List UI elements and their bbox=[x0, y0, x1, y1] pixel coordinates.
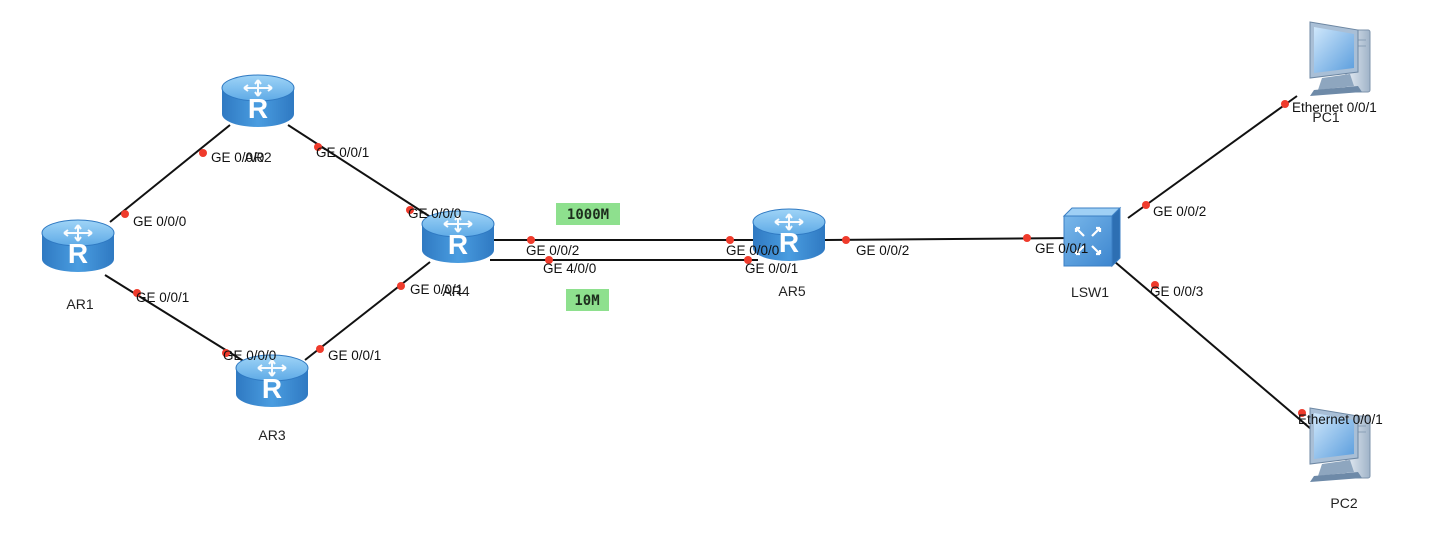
port-dot[interactable] bbox=[1142, 201, 1150, 209]
link-ar1-ar3[interactable] bbox=[104, 274, 246, 363]
port-label-lsw1-ge001: GE 0/0/1 bbox=[1035, 241, 1088, 256]
port-label-ar1-ge000: GE 0/0/0 bbox=[133, 214, 186, 229]
link-ar1-ar2[interactable] bbox=[109, 124, 231, 223]
node-label-ar5: AR5 bbox=[778, 283, 805, 299]
node-label-ar4: AR4 bbox=[442, 283, 469, 299]
node-label-ar2: AR2 bbox=[244, 149, 271, 165]
port-label-ar4-ge001: GE 0/0/1 bbox=[410, 282, 463, 297]
port-label-ar2-ge000: GE 0/0/0 bbox=[211, 150, 264, 165]
port-label-ar5-ge001: GE 0/0/1 bbox=[745, 261, 798, 276]
port-label-ar5-ge002: GE 0/0/2 bbox=[856, 243, 909, 258]
port-label-pc2-ethernet: Ethernet 0/0/1 bbox=[1298, 412, 1383, 427]
router-ar3[interactable]: AR3 bbox=[235, 354, 309, 443]
port-dot[interactable] bbox=[1281, 100, 1289, 108]
port-dot[interactable] bbox=[1023, 234, 1031, 242]
link-lsw1-pc2[interactable] bbox=[1114, 261, 1319, 436]
router-ar5[interactable]: AR5 bbox=[752, 208, 826, 299]
port-label-ar1-ge001: GE 0/0/1 bbox=[136, 290, 189, 305]
port-dot[interactable] bbox=[316, 345, 324, 353]
port-dot[interactable] bbox=[1151, 281, 1159, 289]
link-ar3-ar4[interactable] bbox=[304, 261, 431, 361]
node-label-ar3: AR3 bbox=[258, 427, 285, 443]
switch-icon bbox=[1062, 206, 1122, 268]
port-dot[interactable] bbox=[527, 236, 535, 244]
port-label-lsw1-ge003: GE 0/0/3 bbox=[1150, 284, 1203, 299]
node-label-pc1: PC1 bbox=[1312, 109, 1339, 125]
router-ar1[interactable]: AR1 bbox=[41, 219, 115, 312]
bandwidth-badge-1000m: 1000M bbox=[556, 203, 620, 225]
port-dot[interactable] bbox=[744, 256, 752, 264]
port-label-ar4-ge002: GE 0/0/2 bbox=[526, 243, 579, 258]
switch-lsw1[interactable]: LSW1 bbox=[1062, 206, 1122, 300]
port-label-ar4-ge400: GE 4/0/0 bbox=[543, 261, 596, 276]
port-dot[interactable] bbox=[222, 349, 230, 357]
bandwidth-label-1000m: 1000M bbox=[567, 207, 609, 223]
port-label-ar4-ge000: GE 0/0/0 bbox=[408, 206, 461, 221]
port-dots bbox=[121, 100, 1306, 417]
bandwidth-badge-10m: 10M bbox=[566, 289, 609, 311]
router-ar4[interactable]: AR4 bbox=[421, 210, 495, 299]
port-dot[interactable] bbox=[406, 206, 414, 214]
port-dot[interactable] bbox=[397, 282, 405, 290]
pc-pc2[interactable]: PC2 bbox=[1309, 407, 1371, 511]
port-label-ar3-ge000: GE 0/0/0 bbox=[223, 348, 276, 363]
pc-icon bbox=[1309, 21, 1371, 97]
port-label-ar5-ge000: GE 0/0/0 bbox=[726, 243, 779, 258]
bandwidth-label-10m: 10M bbox=[574, 293, 599, 309]
link-lsw1-pc1[interactable] bbox=[1127, 95, 1298, 219]
port-dot[interactable] bbox=[842, 236, 850, 244]
port-label-lsw1-ge002: GE 0/0/2 bbox=[1153, 204, 1206, 219]
router-icon bbox=[41, 219, 115, 273]
port-dot[interactable] bbox=[314, 143, 322, 151]
port-dot[interactable] bbox=[199, 149, 207, 157]
node-label-ar1: AR1 bbox=[66, 296, 93, 312]
port-dot[interactable] bbox=[545, 256, 553, 264]
node-label-lsw1: LSW1 bbox=[1071, 284, 1109, 300]
port-label-ar2-ge001: GE 0/0/1 bbox=[316, 145, 369, 160]
port-dot[interactable] bbox=[726, 236, 734, 244]
router-ar2[interactable]: AR2 bbox=[221, 74, 295, 165]
port-label-pc1-ethernet: Ethernet 0/0/1 bbox=[1292, 100, 1377, 115]
pc-pc1[interactable]: PC1 bbox=[1309, 21, 1371, 125]
link-ar5-lsw1[interactable] bbox=[824, 237, 1076, 241]
port-label-ar3-ge001: GE 0/0/1 bbox=[328, 348, 381, 363]
port-dot[interactable] bbox=[121, 210, 129, 218]
port-dot[interactable] bbox=[1298, 409, 1306, 417]
port-labels: GE 0/0/0 GE 0/0/1 GE 0/0/0 GE 0/0/1 GE 0… bbox=[133, 100, 1383, 427]
node-label-pc2: PC2 bbox=[1330, 495, 1357, 511]
router-icon bbox=[221, 74, 295, 128]
port-dot[interactable] bbox=[133, 289, 141, 297]
link-ar2-ar4[interactable] bbox=[287, 124, 433, 219]
